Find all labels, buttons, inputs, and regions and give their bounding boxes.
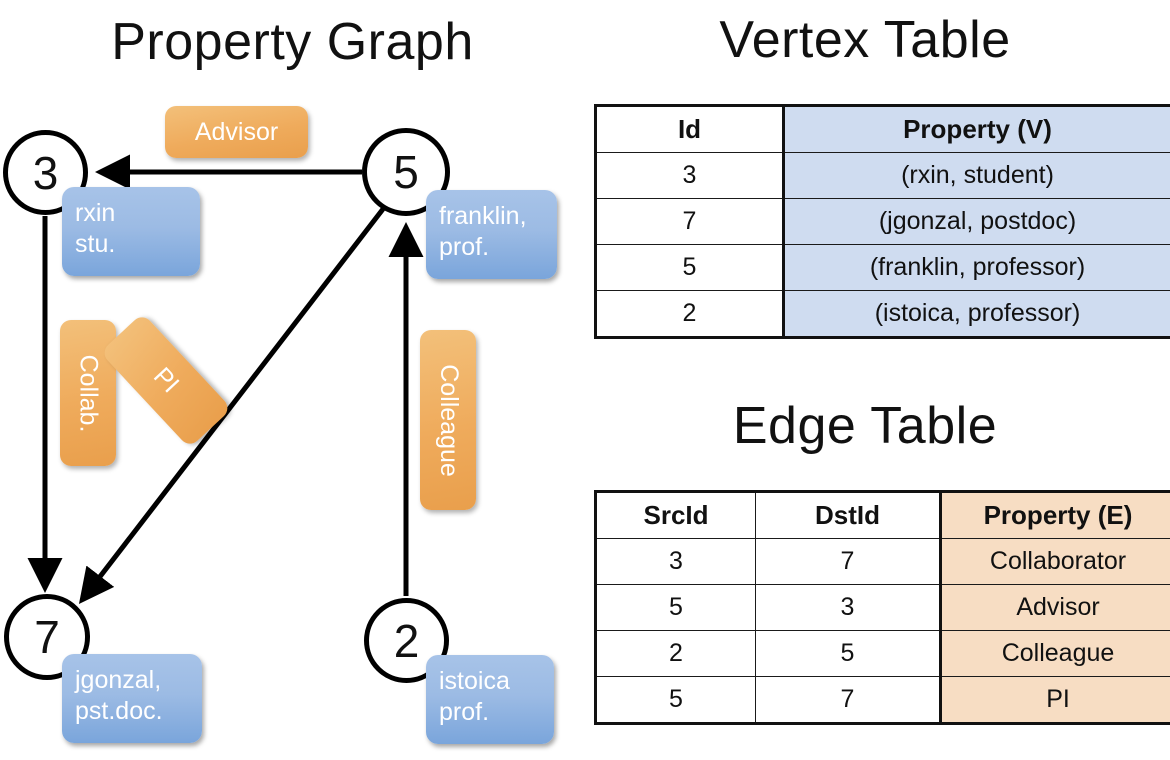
cell-property: (istoica, professor) <box>782 290 1170 338</box>
cell-srcid: 5 <box>595 676 756 724</box>
table-header-row: SrcId DstId Property (E) <box>595 491 1170 539</box>
cell-srcid: 5 <box>595 584 756 631</box>
cell-dstid: 3 <box>755 584 941 631</box>
cell-property: (rxin, student) <box>782 152 1170 199</box>
cell-property: (franklin, professor) <box>782 244 1170 291</box>
table-row: 5 (franklin, professor) <box>595 244 1170 291</box>
table-row: 3 7 Collaborator <box>595 538 1170 585</box>
cell-property: PI <box>939 676 1170 724</box>
node-property-box-2: istoica prof. <box>426 655 554 744</box>
graph-node-2[interactable]: 2 <box>364 598 449 683</box>
cell-id: 2 <box>595 290 784 338</box>
cell-srcid: 2 <box>595 630 756 677</box>
node-property-line: pst.doc. <box>75 696 163 725</box>
column-header-srcid: SrcId <box>595 491 756 539</box>
table-row: 2 5 Colleague <box>595 630 1170 677</box>
node-property-line: prof. <box>439 232 490 261</box>
edge-label-advisor: Advisor <box>165 106 308 158</box>
page-title-vertex-table: Vertex Table <box>719 11 1011 69</box>
node-property-box-3: rxin stu. <box>62 187 200 276</box>
cell-id: 5 <box>595 244 784 291</box>
cell-srcid: 3 <box>595 538 756 585</box>
graph-edges-layer <box>27 154 424 604</box>
node-property-line: jgonzal, <box>75 666 162 694</box>
table-row: 3 (rxin, student) <box>595 152 1170 199</box>
edge-label-text: Advisor <box>194 117 279 146</box>
cell-dstid: 7 <box>755 538 941 585</box>
node-property-line: prof. <box>439 697 490 726</box>
column-header-id: Id <box>595 105 784 153</box>
node-property-line: rxin <box>75 199 116 227</box>
table-row: 5 7 PI <box>595 676 1170 724</box>
cell-id: 3 <box>595 152 784 199</box>
page-title-edge-table: Edge Table <box>732 397 998 455</box>
page-title-property-graph: Property Graph <box>111 13 474 71</box>
cell-dstid: 7 <box>755 676 941 724</box>
cell-id: 7 <box>595 198 784 245</box>
table-header-row: Id Property (V) <box>595 105 1170 153</box>
edge-5-to-7 <box>78 207 385 604</box>
column-header-dstid: DstId <box>755 491 941 539</box>
edge-table: SrcId DstId Property (E) 3 7 Collaborato… <box>594 490 1170 725</box>
edge-label-collab: Collab. <box>60 320 116 466</box>
graph-node-5[interactable]: 5 <box>362 128 450 216</box>
edge-label-text: PI <box>148 361 185 399</box>
table-row: 5 3 Advisor <box>595 584 1170 631</box>
node-property-line: istoica <box>439 667 510 695</box>
table-row: 7 (jgonzal, postdoc) <box>595 198 1170 245</box>
cell-property: Advisor <box>939 584 1170 631</box>
cell-property: Colleague <box>939 630 1170 677</box>
edge-label-colleague: Colleague <box>420 330 476 510</box>
table-row: 2 (istoica, professor) <box>595 290 1170 338</box>
vertex-table: Id Property (V) 3 (rxin, student) 7 (jgo… <box>594 104 1170 339</box>
column-header-property-v: Property (V) <box>782 105 1170 153</box>
edge-label-text: Colleague <box>434 363 463 477</box>
cell-property: Collaborator <box>939 538 1170 585</box>
edge-label-text: Collab. <box>74 354 103 432</box>
property-graph-diagram: 3 5 7 2 rxin stu. franklin, prof. jgonza… <box>3 106 557 744</box>
node-property-box-5: franklin, prof. <box>426 190 557 279</box>
column-header-property-e: Property (E) <box>939 491 1170 539</box>
node-property-line: stu. <box>75 229 116 258</box>
node-property-box-7: jgonzal, pst.doc. <box>62 654 202 743</box>
cell-dstid: 5 <box>755 630 941 677</box>
cell-property: (jgonzal, postdoc) <box>782 198 1170 245</box>
node-property-line: franklin, <box>439 202 527 230</box>
